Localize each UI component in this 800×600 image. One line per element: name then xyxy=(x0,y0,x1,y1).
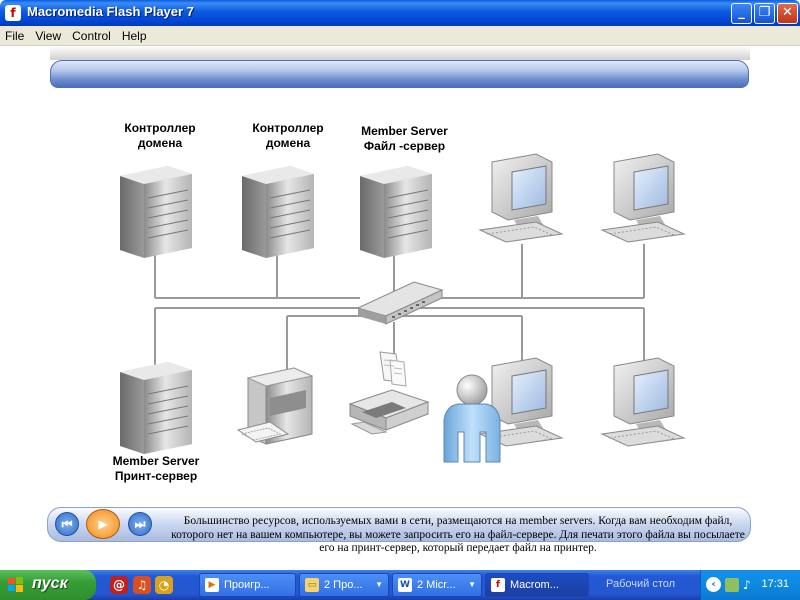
media-icon[interactable]: ♫ xyxy=(133,576,151,594)
close-button[interactable]: ✕ xyxy=(777,3,798,24)
flash-icon: f xyxy=(5,5,21,21)
task-flash-label: Macrom... xyxy=(510,579,559,591)
restore-button[interactable]: ❐ xyxy=(754,3,775,24)
file-server xyxy=(360,166,432,258)
start-button[interactable]: пуск xyxy=(0,570,96,600)
printer xyxy=(348,351,430,435)
playback-control-bar xyxy=(47,507,751,542)
clock-icon[interactable]: ◔ xyxy=(155,576,173,594)
window-title: Macromedia Flash Player 7 xyxy=(27,4,194,19)
volume-icon[interactable]: ♪ xyxy=(743,578,751,592)
desktop-toolbar-label[interactable]: Рабочий стол xyxy=(606,578,676,590)
dropdown-arrow-icon: ▼ xyxy=(375,580,383,589)
task-folders-label: 2 Про... xyxy=(324,579,363,591)
taskbar: пуск @ ♫ ◔ ▶ Проигр... ▭ 2 Про... ▼ W 2 … xyxy=(0,570,800,600)
play-button[interactable]: ▶ xyxy=(86,509,120,539)
task-player-label: Проигр... xyxy=(224,579,270,591)
folder-icon: ▭ xyxy=(305,578,319,592)
header-banner xyxy=(50,60,749,88)
word-icon: W xyxy=(398,578,412,592)
menu-file[interactable]: File xyxy=(5,29,25,43)
network-diagram xyxy=(120,153,686,463)
forward-button[interactable]: ⏭ xyxy=(128,512,152,536)
task-folders[interactable]: ▭ 2 Про... ▼ xyxy=(299,573,389,597)
description-text: Большинство ресурсов, используемых вами … xyxy=(171,515,745,554)
start-label: пуск xyxy=(32,575,68,592)
domain-controller-1 xyxy=(120,166,192,258)
opera-icon[interactable]: @ xyxy=(110,576,128,594)
label-domain-controller-2: Контроллер домена xyxy=(252,121,324,150)
task-player[interactable]: ▶ Проигр... xyxy=(199,573,296,597)
rewind-button[interactable]: ⏮ xyxy=(55,512,79,536)
network-switch xyxy=(356,281,444,325)
minimize-button[interactable]: _ xyxy=(731,3,752,24)
menu-view[interactable]: View xyxy=(35,29,62,43)
print-server xyxy=(120,362,192,454)
workstation-3 xyxy=(478,357,564,447)
workstation-4 xyxy=(600,357,686,447)
player-icon: ▶ xyxy=(205,578,219,592)
domain-controller-2 xyxy=(242,166,314,258)
network-icon[interactable] xyxy=(725,578,739,592)
label-print-server: Member Server Принт-сервер xyxy=(112,454,200,483)
flash-stage: Контроллер домена Контроллер домена Memb… xyxy=(0,46,800,570)
label-domain-controller-1: Контроллер домена xyxy=(124,121,196,150)
task-flash[interactable]: f Macrom... xyxy=(485,573,589,597)
window-titlebar[interactable]: f Macromedia Flash Player 7 _ ❐ ✕ xyxy=(0,0,800,26)
flash-icon: f xyxy=(491,578,505,592)
print-device xyxy=(236,367,314,445)
clock: 17:31 xyxy=(761,578,789,590)
windows-flag-icon xyxy=(8,577,23,592)
workstation-1 xyxy=(478,153,564,243)
menu-help[interactable]: Help xyxy=(121,29,147,43)
menu-control[interactable]: Control xyxy=(72,29,111,43)
banner-shadow xyxy=(50,46,750,60)
menu-bar: File View Control Help xyxy=(0,26,800,46)
dropdown-arrow-icon: ▼ xyxy=(468,580,476,589)
task-word-label: 2 Micr... xyxy=(417,579,456,591)
chevron-left-icon[interactable]: ‹ xyxy=(706,577,721,592)
task-word[interactable]: W 2 Micr... ▼ xyxy=(392,573,482,597)
label-file-server: Member Server Файл -сервер xyxy=(361,124,448,153)
system-tray: ‹ ♪ 17:31 xyxy=(700,570,800,600)
user-figure xyxy=(443,374,501,463)
workstation-2 xyxy=(600,153,686,243)
